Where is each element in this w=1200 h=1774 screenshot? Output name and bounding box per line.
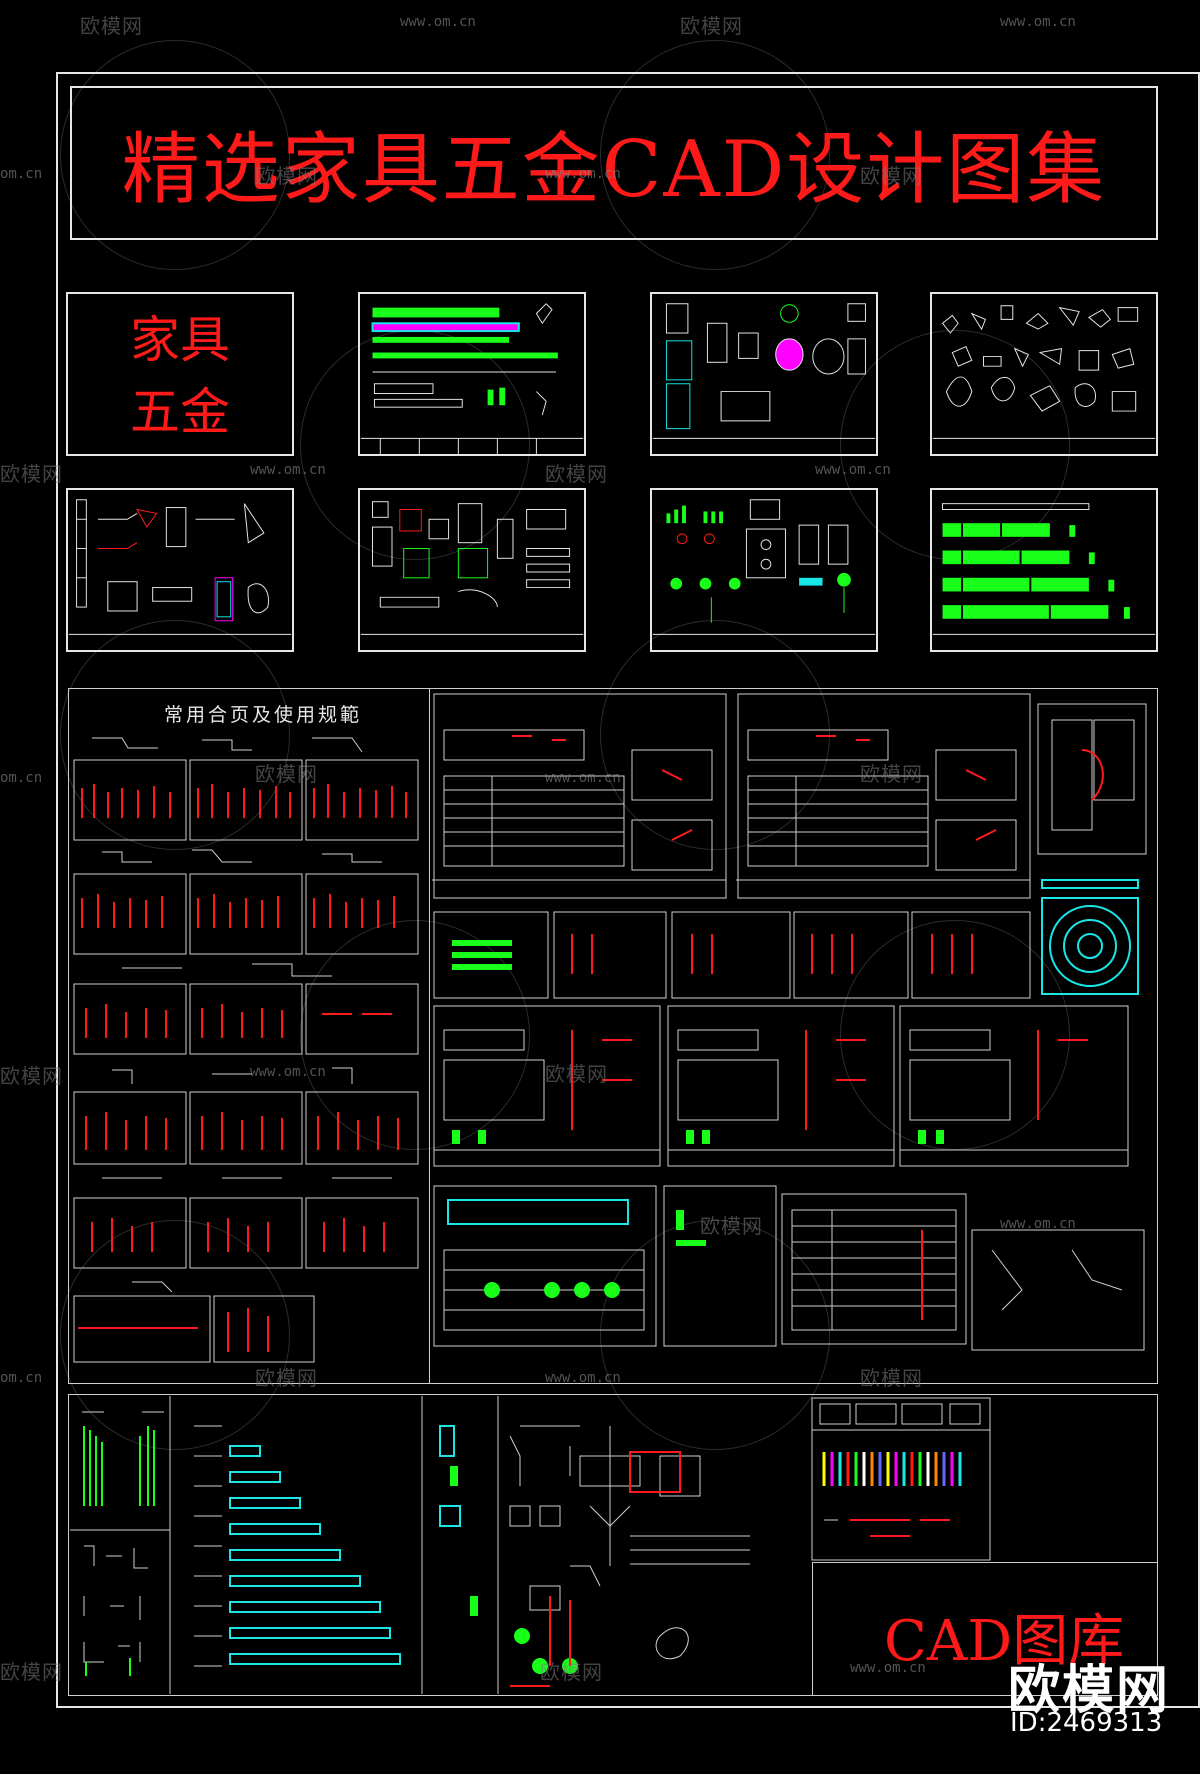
watermark-circle	[600, 1220, 830, 1450]
drawing-thumbnail[interactable]	[930, 488, 1158, 652]
watermark-url: www.om.cn	[400, 14, 476, 30]
drawing-thumbnail[interactable]	[66, 488, 294, 652]
watermark-url: www.om.cn	[545, 770, 621, 786]
badge-line-1: 家具	[130, 311, 230, 369]
watermark-brand: 欧模网	[860, 164, 923, 188]
watermark-brand: 欧模网	[255, 1366, 318, 1390]
watermark-url: www.om.cn	[850, 1660, 926, 1676]
title-block: 精选家具五金CAD设计图集	[70, 86, 1158, 240]
watermark-brand: 欧模网	[860, 762, 923, 786]
drawing-thumbnail[interactable]	[358, 292, 586, 456]
watermark-url: www.om.cn	[545, 1370, 621, 1386]
watermark-url: www.om.cn	[250, 462, 326, 478]
hinge-spec-drawing[interactable]	[72, 728, 426, 1378]
category-badge: 家具 五金	[66, 292, 294, 456]
watermark-url: www.om.cn	[250, 1064, 326, 1080]
drawing-outer-frame	[56, 72, 1200, 1708]
hinge-spec-panel	[68, 688, 430, 1384]
watermark-brand: 欧模网	[700, 1214, 763, 1238]
brand-id: ID:2469313	[1010, 1708, 1163, 1738]
watermark-brand: 欧模网	[540, 1660, 603, 1684]
bottom-section-frame	[68, 1394, 1158, 1696]
watermark-brand: 欧模网	[545, 1062, 608, 1086]
cad-library-label: CAD图库	[884, 1609, 1125, 1674]
drawing-thumbnail[interactable]	[358, 488, 586, 652]
section-title: 常用合页及使用规範	[164, 704, 363, 726]
watermark-url: om.cn	[0, 770, 43, 786]
watermark-url: www.om.cn	[1000, 14, 1076, 30]
watermark-circle	[60, 620, 290, 850]
brand-logo: 欧模网	[1008, 1661, 1171, 1721]
cad-library-panel	[812, 1562, 1158, 1696]
watermark-url: www.om.cn	[545, 166, 621, 182]
watermark-brand: 欧模网	[0, 462, 63, 486]
drawing-thumbnail[interactable]	[650, 488, 878, 652]
hardware-detail-drawings[interactable]	[432, 690, 1156, 1380]
watermark-brand: 欧模网	[0, 1660, 63, 1684]
watermark-brand: 欧模网	[80, 14, 143, 38]
watermark-circle	[300, 920, 530, 1150]
watermark-brand: 欧模网	[860, 1366, 923, 1390]
watermark-brand: 欧模网	[0, 1064, 63, 1088]
page-title: 精选家具五金CAD设计图集	[121, 125, 1107, 215]
badge-line-2: 五金	[130, 383, 230, 441]
watermark-url: www.om.cn	[815, 462, 891, 478]
watermark-url: www.om.cn	[1000, 1216, 1076, 1232]
watermark-circle	[60, 40, 290, 270]
watermark-circle	[600, 40, 830, 270]
drawing-thumbnail[interactable]	[650, 292, 878, 456]
watermark-brand: 欧模网	[545, 462, 608, 486]
watermark-brand: 欧模网	[255, 762, 318, 786]
hardware-parts-drawings[interactable]	[70, 1396, 810, 1694]
watermark-url: om.cn	[0, 166, 43, 182]
watermark-brand: 欧模网	[255, 164, 318, 188]
watermark-circle	[60, 1220, 290, 1450]
drawing-thumbnail[interactable]	[930, 292, 1158, 456]
color-swatch-drawing[interactable]	[810, 1396, 992, 1562]
watermark-url: om.cn	[0, 1370, 43, 1386]
watermark-brand: 欧模网	[680, 14, 743, 38]
